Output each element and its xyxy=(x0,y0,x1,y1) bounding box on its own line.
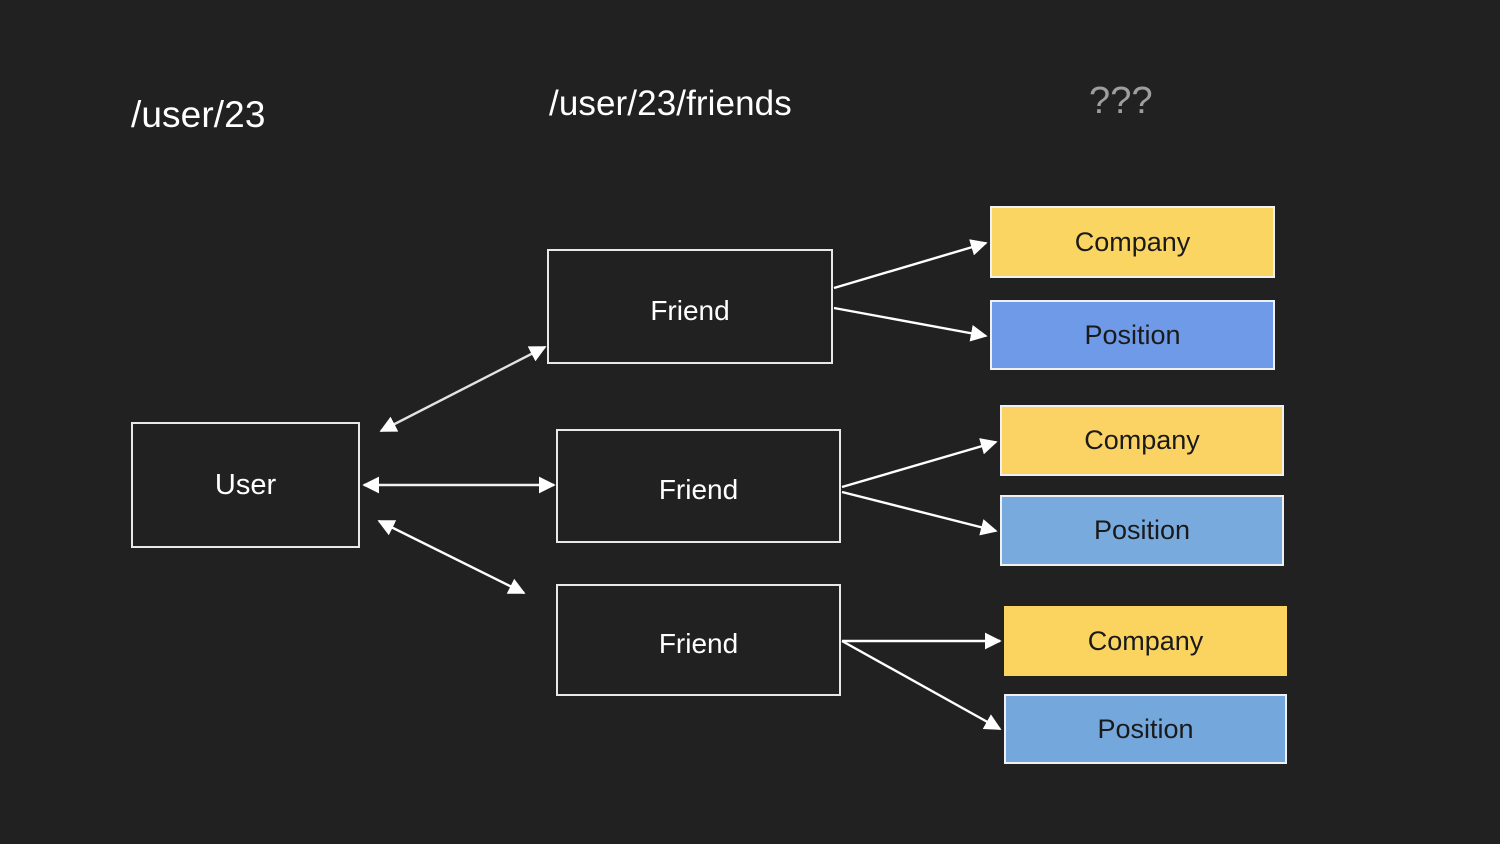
node-friend-3-label: Friend xyxy=(658,628,739,659)
edge-friend-1-company-1 xyxy=(833,239,988,290)
node-friend-2-label: Friend xyxy=(658,474,739,505)
column-label-friends: /user/23/friends xyxy=(549,84,792,123)
edge-friend-1-position-1 xyxy=(833,306,988,342)
node-company-1[interactable]: Company xyxy=(990,206,1275,278)
edge-user-friend-1 xyxy=(379,345,547,433)
node-user[interactable]: User xyxy=(131,422,360,548)
node-position-2[interactable]: Position xyxy=(1000,495,1284,566)
edge-user-friend-3 xyxy=(377,519,526,595)
node-friend-1-label: Friend xyxy=(650,295,730,326)
node-position-2-label: Position xyxy=(1093,515,1191,545)
edge-friend-3-position-3 xyxy=(841,639,1002,731)
edge-friend-2-company-2 xyxy=(841,438,998,489)
node-company-2-label: Company xyxy=(1084,425,1200,455)
node-company-3[interactable]: Company xyxy=(1004,606,1287,676)
column-label-unknown: ??? xyxy=(1089,80,1153,122)
node-position-3[interactable]: Position xyxy=(1004,694,1287,764)
node-company-2[interactable]: Company xyxy=(1000,405,1284,476)
node-position-1-label: Position xyxy=(1084,319,1181,350)
node-company-3-label: Company xyxy=(1087,625,1204,656)
edge-friend-2-position-2 xyxy=(841,490,998,536)
node-position-1[interactable]: Position xyxy=(990,300,1275,370)
column-label-user: /user/23 xyxy=(131,94,266,135)
node-company-1-label: Company xyxy=(1074,226,1191,257)
node-friend-3[interactable]: Friend xyxy=(556,584,841,696)
node-friend-1[interactable]: Friend xyxy=(547,249,833,364)
node-friend-2[interactable]: Friend xyxy=(556,429,841,543)
node-position-3-label: Position xyxy=(1097,713,1194,744)
node-user-label: User xyxy=(214,468,277,501)
